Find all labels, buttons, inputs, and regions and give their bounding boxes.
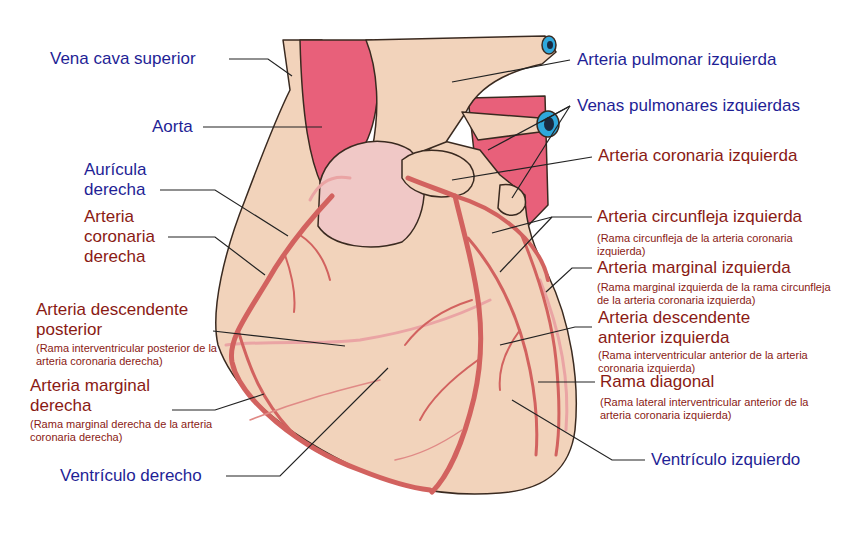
artery-label: Arteria marginal izquierda	[597, 258, 847, 278]
rca-branch	[285, 255, 295, 312]
artery-label: Arteria marginal derecha	[30, 376, 175, 416]
artery-note: (Rama interventricular anterior de la ar…	[598, 349, 828, 375]
structure-label: Vena cava superior	[50, 49, 230, 69]
left-atrial-appendage	[402, 150, 474, 197]
artery-note: (Rama lateral interventricular anterior …	[600, 396, 820, 422]
coronary-arteries	[231, 178, 559, 492]
artery-opening	[542, 36, 556, 54]
artery-opening-inner	[547, 41, 553, 49]
leader-line	[172, 394, 264, 410]
right-coronary-artery	[231, 196, 430, 490]
rca-branch	[300, 235, 330, 280]
right-marginal-artery	[238, 330, 340, 462]
leader-line	[538, 381, 595, 382]
leader-line	[512, 106, 570, 198]
lad-branch	[500, 330, 520, 390]
vein-opening	[537, 111, 559, 137]
artery-note: (Rama marginal izquierda de la rama circ…	[597, 281, 842, 307]
pulmonary-trunk	[366, 36, 556, 160]
artery-label: Arteria coronaria derecha	[84, 207, 166, 267]
lad-branch	[405, 300, 472, 345]
posterior-descending-artery	[226, 300, 490, 345]
structure-label: Venas pulmonares izquierdas	[577, 96, 847, 116]
leader-line	[488, 106, 570, 150]
left-marginal-artery	[522, 236, 559, 455]
leader-line	[160, 190, 288, 236]
lad-branch	[395, 430, 462, 460]
artery-label: Arteria descendente posterior	[36, 300, 216, 340]
structure-label: Ventrículo derecho	[60, 466, 230, 486]
artery-label: Arteria coronaria izquierda	[598, 146, 848, 166]
artery-label: Rama diagonal	[600, 372, 800, 392]
diagonal-branch	[468, 238, 537, 455]
artery-note: (Rama circunfleja de la arteria coronari…	[597, 232, 797, 258]
leader-line	[168, 237, 265, 275]
leader-line	[500, 217, 552, 272]
structure-label: Ventrículo izquierdo	[651, 450, 841, 470]
heart	[216, 36, 576, 494]
anterior-descending-artery	[432, 196, 481, 492]
lad-branch	[420, 360, 478, 420]
leader-lines	[160, 59, 645, 476]
artery-label: Arteria circunfleja izquierda	[597, 207, 847, 227]
leader-line	[492, 217, 592, 233]
structure-label: Arteria pulmonar izquierda	[577, 50, 827, 70]
leader-line	[226, 368, 388, 476]
leader-line	[452, 60, 570, 82]
left-coronary-artery	[408, 178, 455, 196]
structure-label: Aurícula derecha	[84, 160, 164, 200]
leader-line	[546, 268, 592, 292]
leader-line	[203, 126, 322, 127]
leader-line	[500, 327, 592, 345]
leader-line	[229, 59, 292, 76]
structure-label: Aorta	[152, 117, 212, 137]
rv-branch	[250, 380, 380, 420]
posterior-vessels	[226, 177, 567, 430]
vein-stub	[498, 184, 525, 215]
artery-note: (Rama interventricular posterior de la a…	[36, 342, 226, 368]
leader-line	[452, 157, 592, 180]
pulmonary-vein-branch	[462, 112, 540, 140]
leader-line	[213, 331, 345, 346]
artery-note: (Rama marginal derecha de la arteria cor…	[30, 418, 220, 444]
artery-label: Arteria descendente anterior izquierda	[598, 308, 798, 348]
